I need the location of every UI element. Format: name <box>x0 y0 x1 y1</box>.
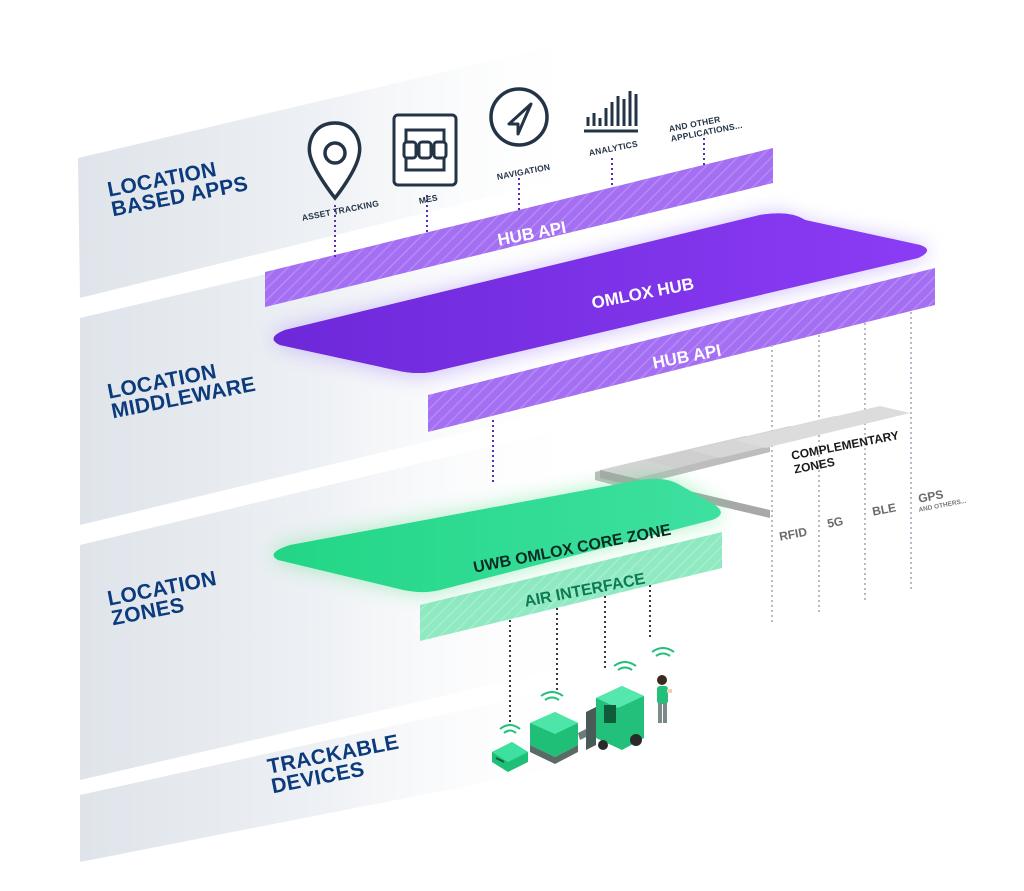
map-pin-icon <box>307 121 362 201</box>
forklift-icon <box>586 661 644 750</box>
navigation-arrow-icon <box>489 87 549 147</box>
bar-chart-icon <box>584 91 638 133</box>
asset-tag-icon <box>492 724 528 772</box>
hub-api-top-band <box>265 148 773 307</box>
panel-zones <box>80 420 600 780</box>
mes-grid-icon <box>392 113 458 187</box>
tech-5g: 5G <box>826 513 845 531</box>
core-zone-slab <box>273 478 721 593</box>
panel-middleware <box>80 195 600 525</box>
worker-icon <box>651 647 675 723</box>
air-interface-band <box>420 532 722 641</box>
panel-devices <box>80 680 600 862</box>
complementary-connectors <box>771 312 912 625</box>
hub-api-bottom-band <box>428 268 935 432</box>
app-connectors <box>334 138 705 258</box>
device-connectors <box>509 585 651 722</box>
